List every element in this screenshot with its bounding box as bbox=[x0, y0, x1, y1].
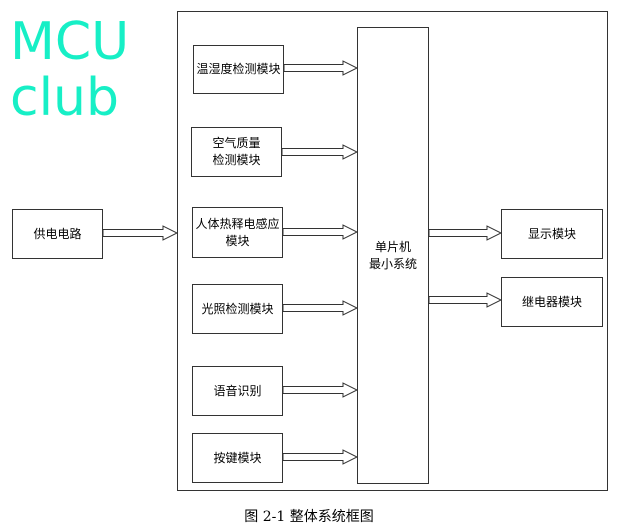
power-module: 供电电路 bbox=[12, 209, 103, 259]
module-label: 显示模块 bbox=[527, 226, 576, 241]
module-label: 光照检测模块 bbox=[201, 301, 274, 316]
voice-module: 语音识别 bbox=[192, 366, 283, 416]
module-label: 人体热释电感应模块 bbox=[195, 216, 280, 248]
watermark-text: club bbox=[10, 68, 120, 128]
watermark-text: MCU bbox=[10, 12, 130, 72]
flow-arrow bbox=[282, 449, 359, 465]
flow-arrow bbox=[281, 144, 359, 160]
module-label: 语音识别 bbox=[213, 383, 262, 398]
air-quality-module: 空气质量检测模块 bbox=[191, 127, 282, 177]
module-label: 按键模块 bbox=[213, 450, 262, 465]
relay-module: 继电器模块 bbox=[501, 277, 603, 327]
figure-caption: 图 2-1 整体系统框图 bbox=[244, 509, 374, 525]
flow-arrow bbox=[282, 382, 359, 398]
pir-module: 人体热释电感应模块 bbox=[192, 207, 283, 258]
flow-arrow bbox=[282, 224, 359, 240]
keys-module: 按键模块 bbox=[192, 433, 283, 483]
flow-arrow bbox=[428, 292, 503, 308]
module-label: 单片机最小系统 bbox=[368, 239, 417, 271]
display-module: 显示模块 bbox=[501, 209, 603, 259]
flow-arrow bbox=[102, 225, 179, 241]
module-label: 继电器模块 bbox=[521, 294, 582, 309]
flow-arrow bbox=[428, 225, 503, 241]
module-label: 供电电路 bbox=[33, 226, 82, 241]
system-boundary bbox=[177, 11, 608, 491]
light-module: 光照检测模块 bbox=[192, 284, 283, 334]
flow-arrow bbox=[282, 300, 359, 316]
flow-arrow bbox=[283, 60, 359, 76]
module-label: 空气质量检测模块 bbox=[212, 136, 261, 167]
module-label: 温湿度检测模块 bbox=[196, 62, 281, 76]
mcu-module: 单片机最小系统 bbox=[357, 27, 429, 484]
temp-humidity-module: 温湿度检测模块 bbox=[193, 45, 284, 94]
